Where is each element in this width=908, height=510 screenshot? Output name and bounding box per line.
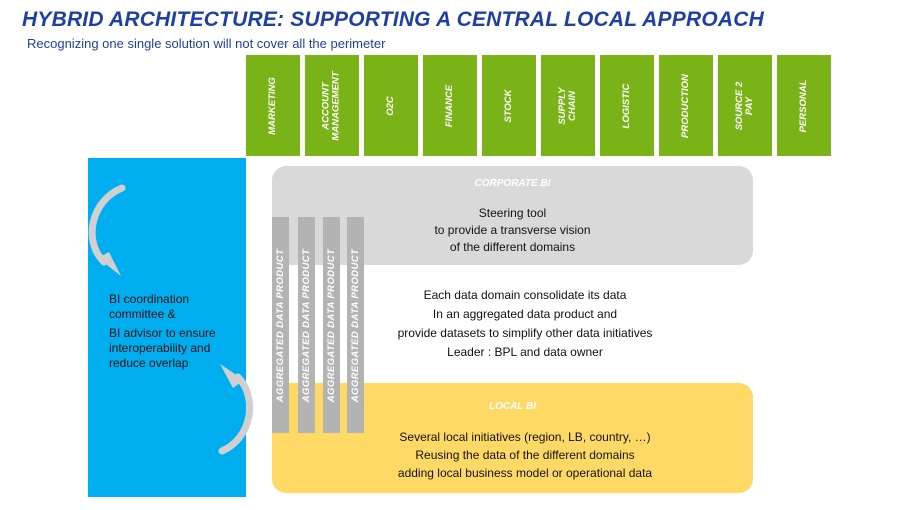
domain-personal: PERSONAL <box>777 55 831 156</box>
domain-source-2-pay: SOURCE 2 PAY <box>718 55 772 156</box>
domain-finance: FINANCE <box>423 55 477 156</box>
aggregated-data-product-bar: AGGREGATED DATA PRODUCT <box>347 217 364 433</box>
domain-account-management: ACCOUNT MANAGEMENT <box>305 55 359 156</box>
data-domain-line: Leader : BPL and data owner <box>447 345 603 359</box>
aggregated-data-product-bar: AGGREGATED DATA PRODUCT <box>272 217 289 433</box>
corporate-bi-line: Steering tool <box>478 206 547 220</box>
aggregated-data-product-bar: AGGREGATED DATA PRODUCT <box>298 217 315 433</box>
corporate-bi-line: of the different domains <box>449 240 576 254</box>
corporate-bi-text: Steering tool to provide a transverse vi… <box>272 205 753 256</box>
local-bi-line: Reusing the data of the different domain… <box>415 448 635 462</box>
data-domain-line: provide datasets to simplify other data … <box>397 326 653 340</box>
data-domain-line: Each data domain consolidate its data <box>423 288 627 302</box>
arrowhead-top <box>98 252 121 276</box>
local-bi-text: Several local initiatives (region, LB, c… <box>358 428 692 482</box>
domain-production: PRODUCTION <box>659 55 713 156</box>
domain-stock: STOCK <box>482 55 536 156</box>
page-title: HYBRID ARCHITECTURE: SUPPORTING A CENTRA… <box>22 8 764 31</box>
coordination-line: BI coordination committee & <box>109 292 190 321</box>
coordination-box <box>88 158 246 497</box>
domain-o2c: O2C <box>364 55 418 156</box>
data-domain-line: In an aggregated data product and <box>432 307 618 321</box>
local-bi-line: Several local initiatives (region, LB, c… <box>399 430 651 444</box>
arrowhead-bottom <box>220 364 244 388</box>
curved-arrow-bottom <box>218 373 254 455</box>
local-bi-title: LOCAL BI <box>488 401 537 412</box>
domain-marketing: MARKETING <box>246 55 300 156</box>
page-subtitle: Recognizing one single solution will not… <box>27 36 386 51</box>
corporate-bi-line: to provide a transverse vision <box>434 223 591 237</box>
coordination-line: BI advisor to ensure interoperability an… <box>109 326 216 370</box>
local-bi-line: adding local business model or operation… <box>397 466 653 480</box>
curved-arrow-top <box>88 184 126 266</box>
data-domain-text: Each data domain consolidate its data In… <box>358 286 692 362</box>
aggregated-data-product-bar: AGGREGATED DATA PRODUCT <box>323 217 340 433</box>
coordination-text: BI coordination committee & BI advisor t… <box>109 292 239 375</box>
domain-supply-chain: SUPPLY CHAIN <box>541 55 595 156</box>
domain-logistic: LOGISTIC <box>600 55 654 156</box>
corporate-bi-title: CORPORATE BI <box>474 178 551 189</box>
